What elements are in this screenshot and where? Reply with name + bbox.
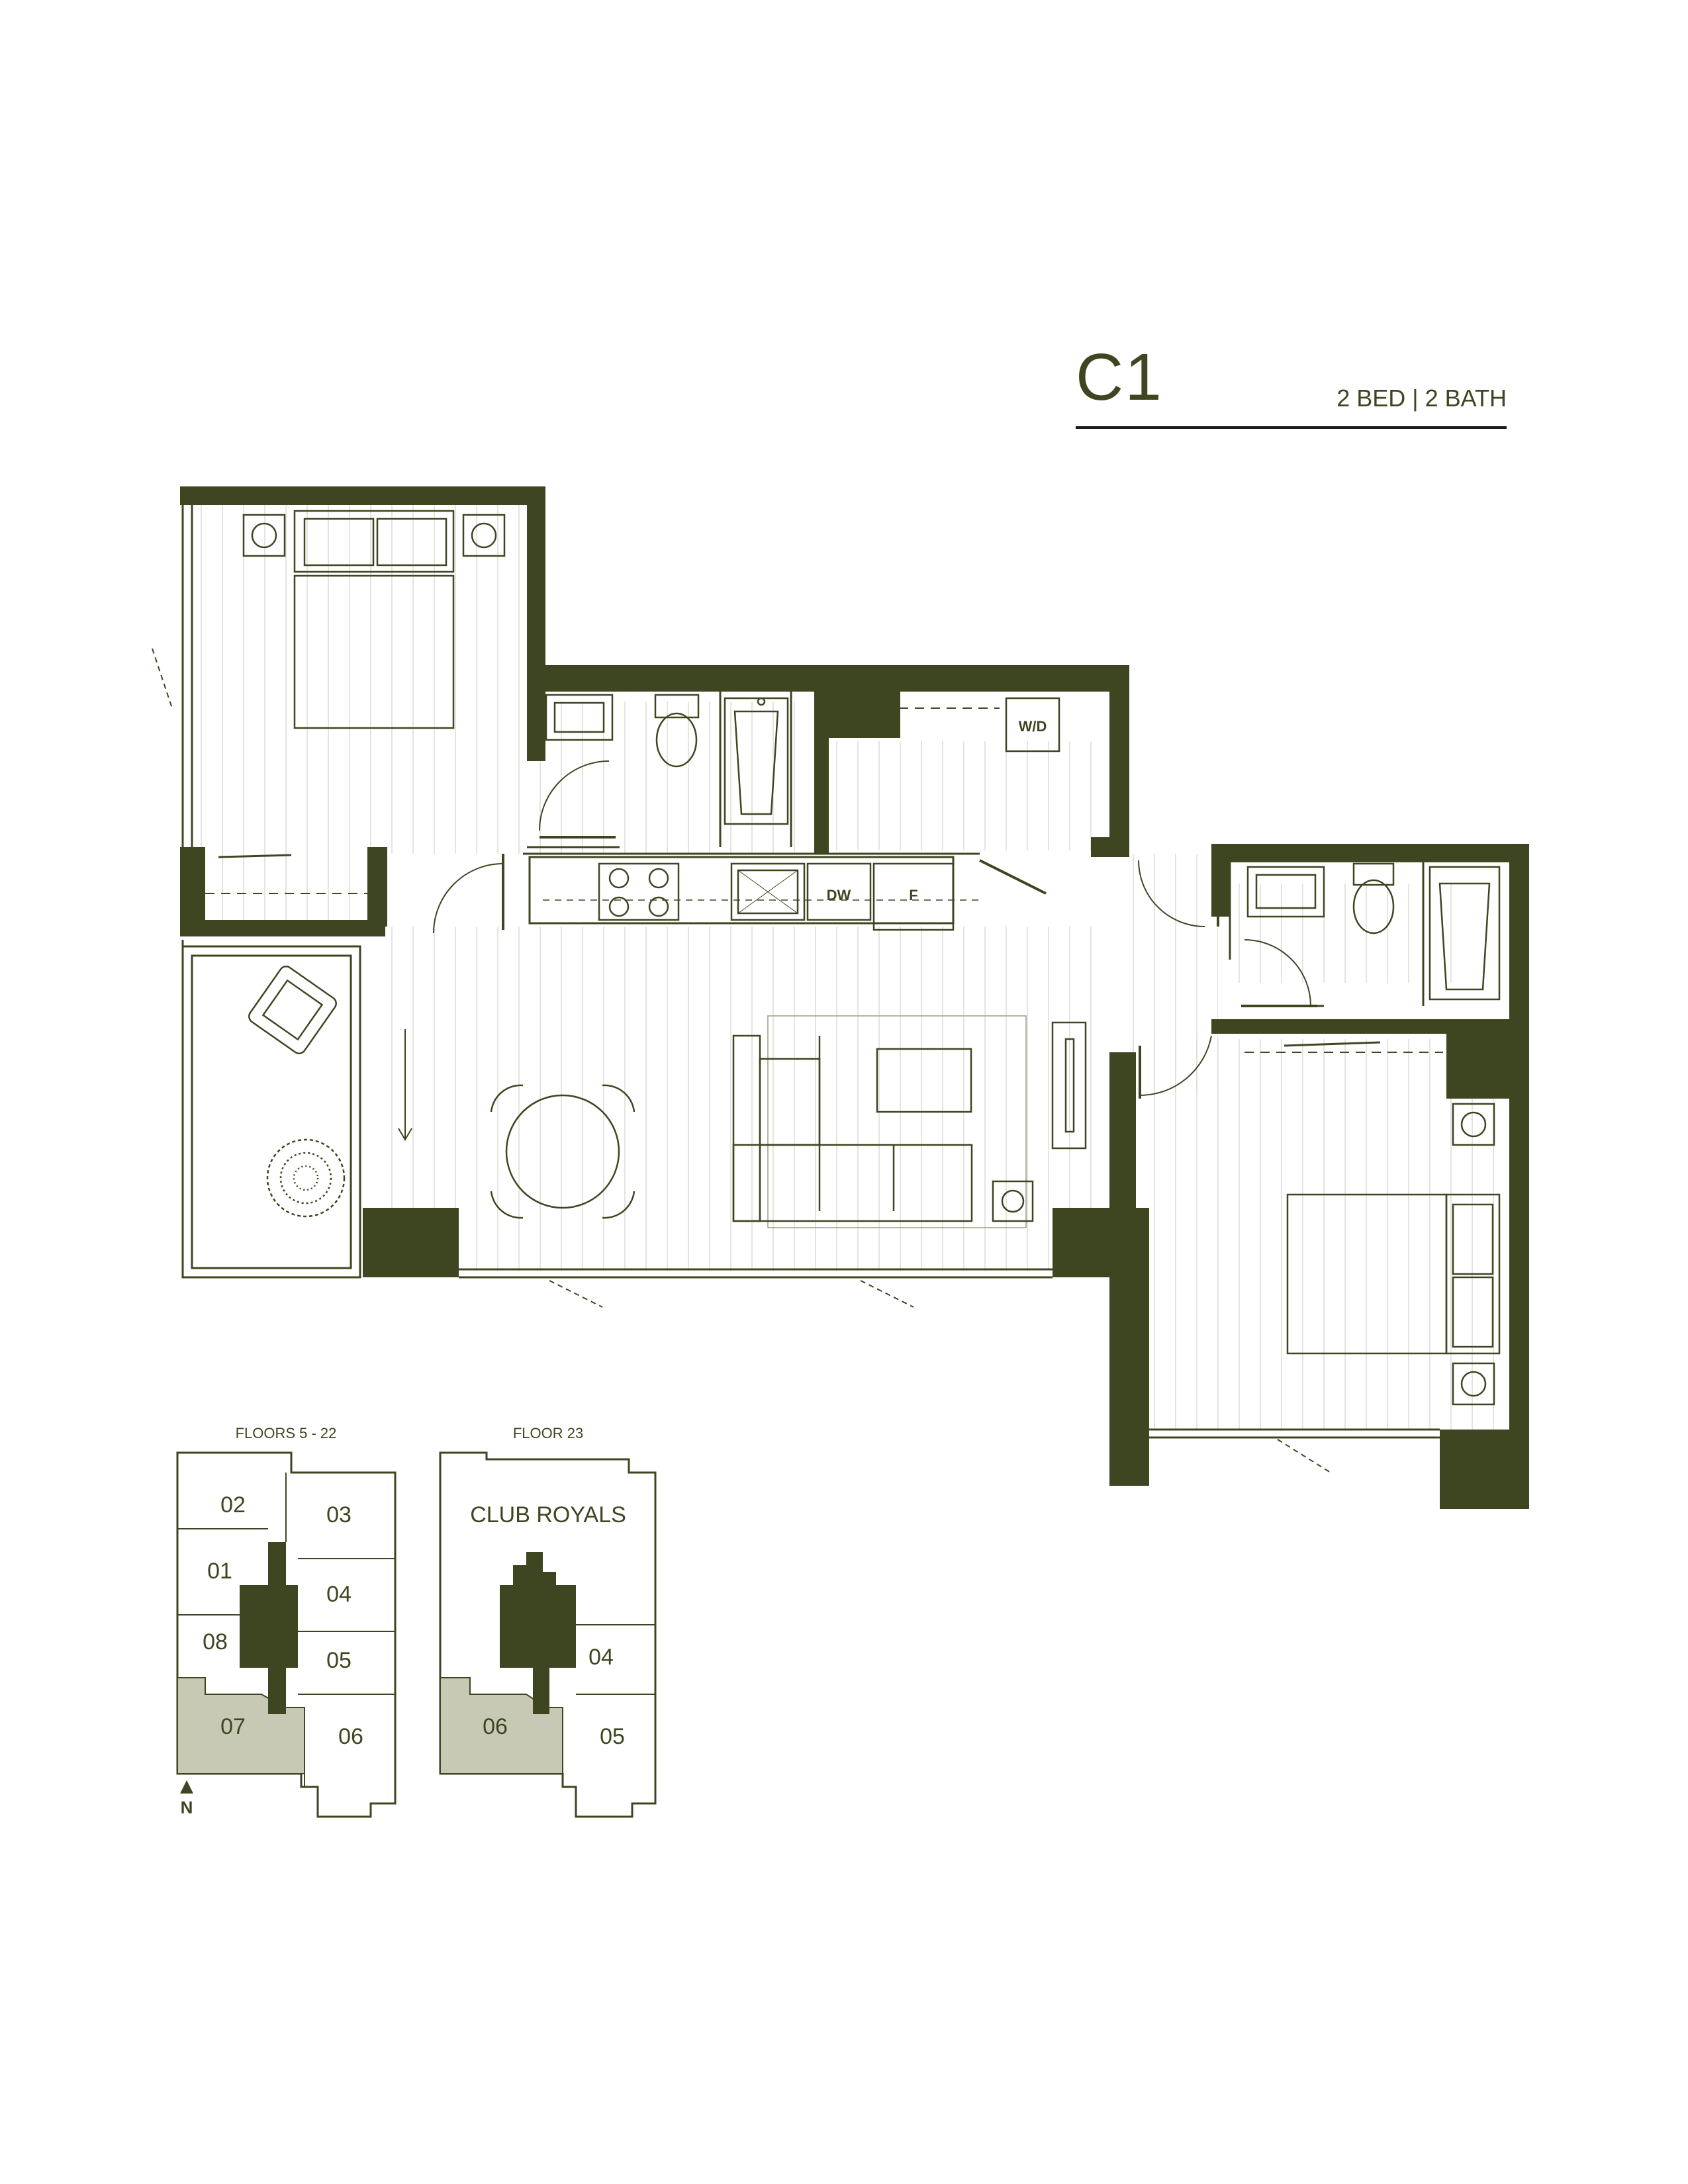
key-unit-08: 08 (203, 1629, 228, 1655)
key-plan-floor-23: FLOOR 23 (439, 1425, 657, 1818)
key-plan-right-title: FLOOR 23 (513, 1425, 583, 1441)
key-unit-06-f23-highlighted: 06 (483, 1714, 508, 1739)
fridge: F (909, 887, 917, 903)
key-unit-05: 05 (326, 1648, 352, 1673)
key-unit-06: 06 (338, 1724, 363, 1749)
bedroom-2-furniture (1286, 1103, 1501, 1406)
title-rule (1076, 426, 1507, 429)
amenity-label: CLUB ROYALS (470, 1502, 626, 1527)
floor-hatching (192, 503, 1509, 1430)
key-unit-05-f23: 05 (600, 1724, 625, 1749)
north-label: N (181, 1797, 193, 1817)
kitchen-counter (598, 862, 955, 931)
north-arrow: N (180, 1780, 193, 1817)
dishwasher-label: DW (827, 887, 851, 903)
balcony-furniture (248, 966, 346, 1218)
key-plan-left-unit-labels: 02 03 01 04 08 05 07 06 (203, 1492, 363, 1749)
bathroom-1-fixtures (545, 694, 789, 825)
bathroom-2-fixtures (1246, 862, 1501, 1001)
unit-type: 2 BED | 2 BATH (1336, 385, 1507, 412)
walls (180, 486, 1529, 1509)
key-unit-04: 04 (326, 1582, 352, 1607)
key-unit-07-highlighted: 07 (220, 1714, 246, 1739)
key-unit-02: 02 (220, 1492, 246, 1518)
door-swings (152, 648, 1381, 1473)
dishwasher: DW (827, 887, 851, 903)
key-plan-right-labels: CLUB ROYALS 04 06 05 (470, 1502, 626, 1749)
key-unit-04-f23: 04 (588, 1645, 614, 1670)
key-plan-left-title: FLOORS 5 - 22 (236, 1425, 337, 1441)
key-unit-03: 03 (326, 1502, 352, 1527)
washer-dryer-label: W/D (1019, 718, 1047, 735)
key-plan-floors-5-22: FLOORS 5 - 22 (176, 1425, 397, 1818)
fridge-label: F (909, 887, 917, 903)
unit-name: C1 (1076, 340, 1163, 414)
bedroom-1-furniture (242, 510, 506, 729)
washer-dryer: W/D (1005, 697, 1060, 752)
living-furniture (490, 1015, 1087, 1228)
key-unit-01: 01 (207, 1559, 232, 1584)
